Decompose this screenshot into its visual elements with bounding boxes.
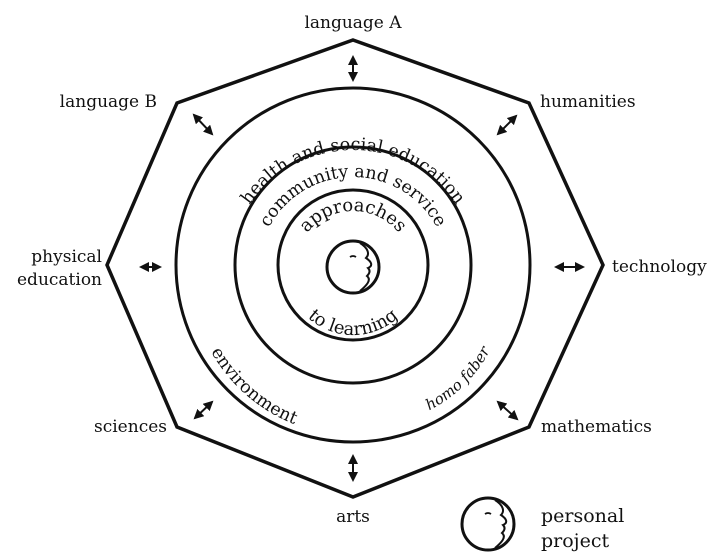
center-face-profile-icon (359, 242, 373, 292)
arrow-sciences (193, 400, 214, 420)
subject-label-mathematics: mathematics (541, 417, 652, 437)
subject-label-sciences: sciences (94, 417, 167, 437)
subject-label-technology: technology (612, 257, 707, 277)
outer-ring (174, 86, 532, 444)
subject-label-language-a: language A (304, 13, 402, 33)
subject-label-physical: physical (31, 247, 102, 267)
legend-circle-icon (460, 496, 516, 552)
ring-label-environment: environment (207, 344, 301, 429)
middle-ring (233, 145, 473, 385)
legend-label-line2: project (541, 530, 609, 552)
inner-ring (276, 188, 430, 342)
center-face-eye-icon (349, 255, 357, 258)
center-personal-project-circle (325, 239, 381, 295)
legend-face-profile-icon (494, 499, 508, 549)
arrow-language-b (192, 113, 214, 136)
octagon-frame (105, 38, 605, 499)
ring-label-to-learning: to learning (304, 305, 402, 341)
arrow-mathematics (496, 400, 519, 421)
subject-label-arts: arts (336, 507, 370, 527)
legend-personal-project: personal project (460, 496, 624, 552)
legend-label-line1: personal (541, 505, 624, 527)
legend-face-eye-icon (484, 512, 492, 515)
subject-label-education: education (17, 270, 102, 290)
subject-label-language-b: language B (60, 92, 157, 112)
subject-label-humanities: humanities (540, 92, 636, 112)
arrow-humanities (496, 114, 518, 136)
